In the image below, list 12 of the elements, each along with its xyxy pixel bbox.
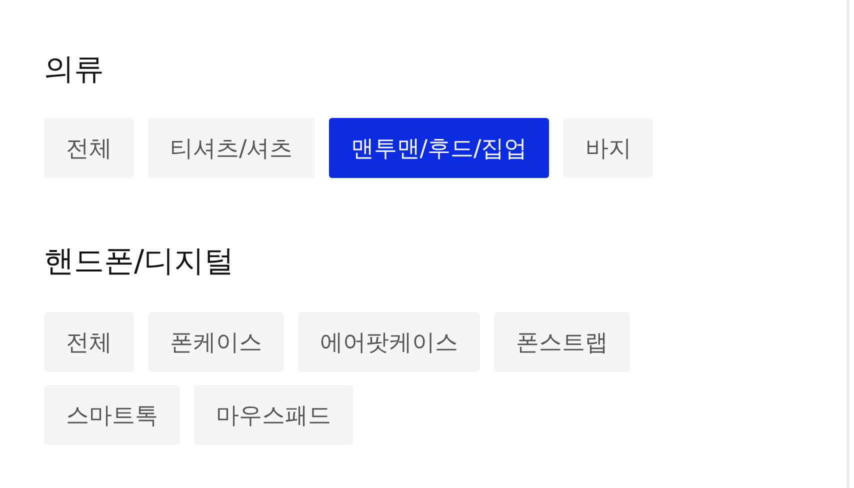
category-chip: 폰케이스 [148, 312, 284, 372]
category-chip: 티셔츠/셔츠 [148, 118, 315, 178]
category-chip: 바지 [563, 118, 654, 178]
category-chip: 전체 [44, 312, 134, 372]
category-chip: 마우스패드 [194, 385, 353, 445]
category-chip: 에어팟케이스 [298, 312, 480, 372]
section-heading: 핸드폰/디지털 [44, 243, 234, 281]
section-heading: 의류 [44, 51, 104, 89]
category-chip: 전체 [44, 118, 134, 178]
category-chip: 폰스트랩 [494, 312, 630, 372]
category-chip: 스마트톡 [44, 385, 180, 445]
selected-category-chip: 맨투맨/후드/집업 [328, 118, 550, 178]
